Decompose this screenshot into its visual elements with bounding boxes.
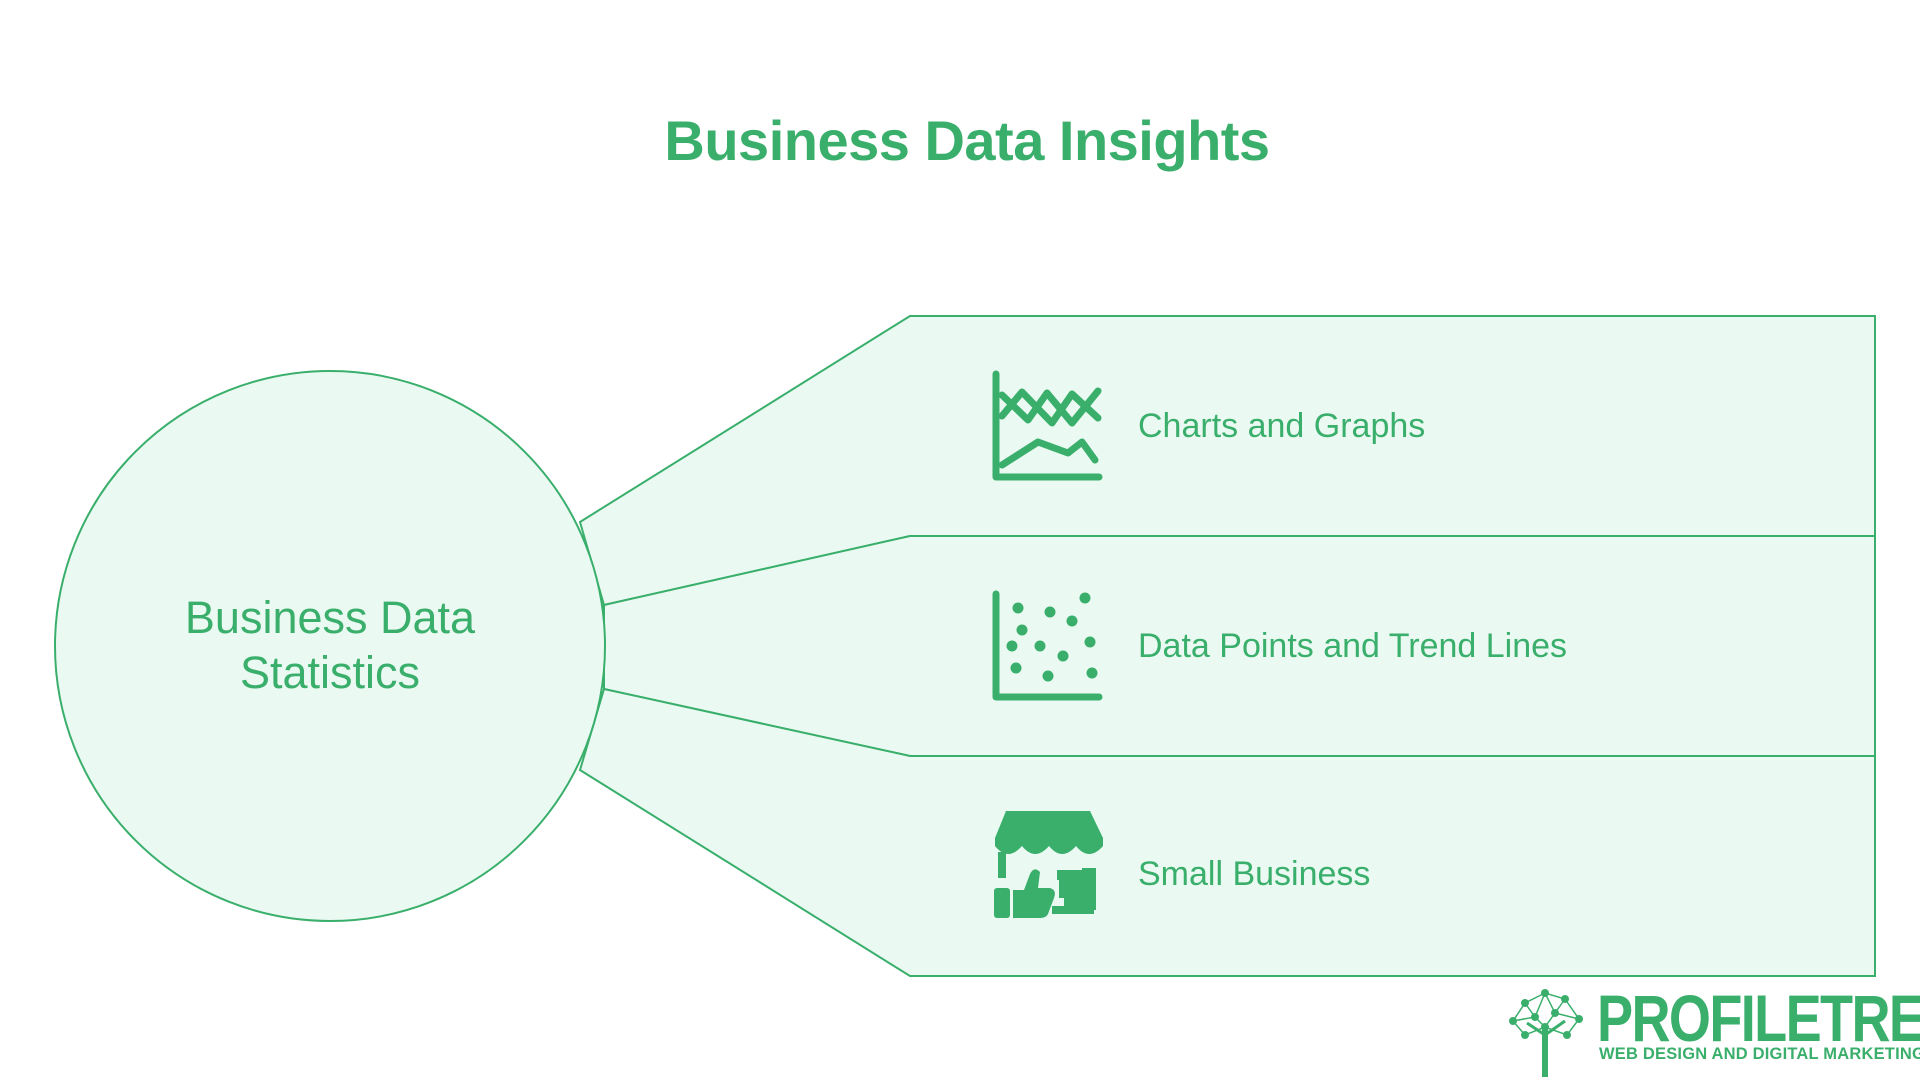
logo-tagline: WEB DESIGN AND DIGITAL MARKETING [1599,1045,1920,1063]
page-title: Business Data Insights [664,109,1270,172]
storefront-thumbs-up-icon [994,811,1103,918]
logo-wordmark: PROFILETREE [1597,981,1920,1055]
branch-label-small-business: Small Business [1138,855,1371,893]
hub-circle [54,370,606,922]
hub-label: Business Data Statistics [184,592,476,698]
profiletree-logo: PROFILETREE WEB DESIGN AND DIGITAL MARKE… [1505,985,1920,1080]
scatter-plot-icon [992,590,1103,701]
branch-panel-small-business [578,687,1876,977]
branch-label-charts-and-graphs: Charts and Graphs [1138,407,1426,445]
line-chart-icon [992,370,1103,481]
branch-label-data-points-and-trend-lines: Data Points and Trend Lines [1138,627,1568,665]
tree-network-icon [1509,989,1583,1077]
